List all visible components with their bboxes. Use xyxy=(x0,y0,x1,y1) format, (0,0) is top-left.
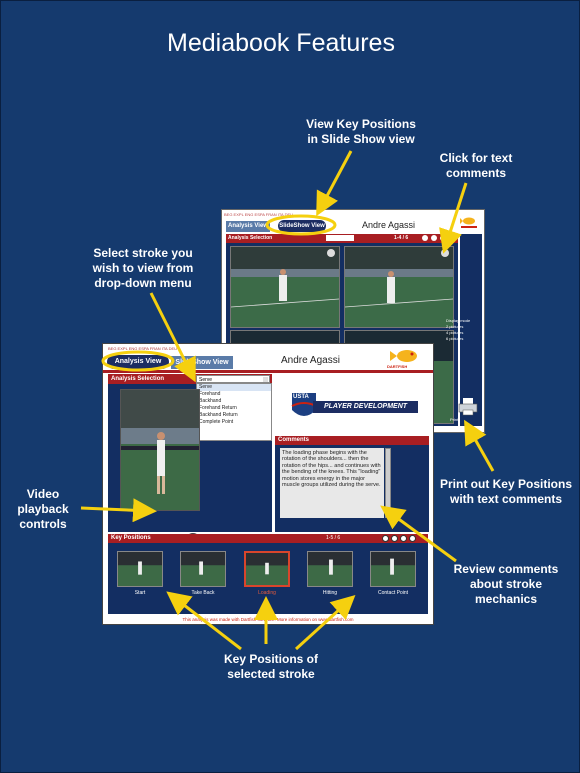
play-slideshow-button[interactable] xyxy=(400,535,407,542)
prev-button[interactable] xyxy=(422,235,428,241)
tab-slideshow-view[interactable]: SlideShow View xyxy=(278,220,326,232)
player-name: Andre Agassi xyxy=(362,220,416,230)
key-position-label: Take Back xyxy=(191,590,215,596)
comments-scrollbar[interactable] xyxy=(385,448,391,518)
key-position-thumbnail[interactable] xyxy=(370,551,416,587)
key-position-thumbnail[interactable] xyxy=(307,551,353,587)
close-button[interactable] xyxy=(449,235,455,241)
video-frame-2 xyxy=(344,246,454,328)
display-mode-option[interactable]: 4 pictures xyxy=(446,330,464,335)
key-position-label: Loading xyxy=(258,590,276,596)
comments-text[interactable]: The loading phase begins with the rotati… xyxy=(280,448,384,518)
player-name: Andre Agassi xyxy=(281,355,340,366)
dropdown-option[interactable]: Complete Point xyxy=(199,419,234,425)
printer-icon[interactable] xyxy=(458,398,478,416)
video-player[interactable] xyxy=(120,389,200,511)
key-positions-header: Key Positions xyxy=(108,534,428,543)
display-mode-label: Display mode xyxy=(446,318,471,323)
dropdown-menu: Serve Forehand Backhand Forehand Return … xyxy=(196,383,272,441)
key-position-label: Hitting xyxy=(322,590,338,596)
display-mode-option[interactable]: 6 pictures xyxy=(446,336,464,341)
callout-text-comments: Click for text comments xyxy=(439,151,513,180)
video-frame-1 xyxy=(230,246,340,328)
chevron-down-icon[interactable] xyxy=(263,377,268,382)
panel-title: Analysis Selection xyxy=(111,376,165,382)
key-positions-title: Key Positions xyxy=(111,535,151,541)
callout-stroke-select: Select stroke you wish to view from drop… xyxy=(92,246,194,290)
tab-analysis-view[interactable]: Analysis View xyxy=(226,221,270,232)
dropdown-option[interactable]: Backhand Return xyxy=(199,412,238,418)
key-position-label: Start xyxy=(134,590,146,596)
comments-panel: Comments The loading phase begins with t… xyxy=(275,436,429,532)
stroke-dropdown[interactable]: Serve xyxy=(196,375,270,383)
close-button[interactable] xyxy=(409,535,416,542)
display-mode: Display mode 2 pictures 4 pictures 6 pic… xyxy=(446,318,470,342)
key-positions-panel: Key Positions 1-5 / 6 Start Ta xyxy=(108,534,428,614)
dartfish-logo xyxy=(460,217,477,228)
usta-text: USTA xyxy=(293,394,309,400)
callout-print: Print out Key Positions with text commen… xyxy=(439,477,572,506)
language-nav[interactable]: BEG EXPL ENG ESPA FRAN ITA DEU xyxy=(108,346,178,351)
key-position-thumbnail[interactable] xyxy=(244,551,290,587)
print-label[interactable]: Print xyxy=(450,417,459,422)
player-development-banner: PLAYER DEVELOPMENT xyxy=(313,401,418,413)
key-position-label: Contact Point xyxy=(377,590,409,596)
language-nav[interactable]: BEG EXPL ENG ESPA FRAN ITA DEU xyxy=(224,212,294,217)
dropdown-option[interactable]: Forehand Return xyxy=(199,405,237,411)
play-button[interactable] xyxy=(440,235,446,241)
tab-analysis-view[interactable]: Analysis View xyxy=(107,355,169,369)
header-bar xyxy=(103,370,433,373)
display-mode-option[interactable]: 2 pictures xyxy=(446,324,464,329)
stroke-dropdown[interactable] xyxy=(326,235,354,241)
key-position-thumbnail[interactable] xyxy=(117,551,163,587)
callout-review: Review comments about stroke mechanics xyxy=(453,562,559,606)
callout-key-positions: Key Positions of selected stroke xyxy=(223,652,318,681)
analysis-screenshot: BEG EXPL ENG ESPA FRAN ITA DEU Analysis … xyxy=(102,343,434,625)
slide-title: Mediabook Features xyxy=(167,29,395,57)
key-positions-counter: 1-5 / 6 xyxy=(326,535,341,541)
dropdown-option[interactable]: Forehand xyxy=(199,391,221,397)
arrow-slideshow xyxy=(316,150,353,217)
counter: 1-4 / 6 xyxy=(394,235,409,241)
footer-note: This analysis was made with Dartfish sof… xyxy=(182,617,354,622)
logo-text: DARTFISH xyxy=(387,364,408,369)
comments-header: Comments xyxy=(275,436,429,445)
prev-button[interactable] xyxy=(382,535,389,542)
tab-slideshow-view[interactable]: SlideShow View xyxy=(171,356,233,369)
key-position-thumbnail[interactable] xyxy=(180,551,226,587)
dropdown-option[interactable]: Backhand xyxy=(199,398,222,404)
callout-playback: Video playback controls xyxy=(17,487,69,531)
dartfish-logo xyxy=(390,350,417,362)
display-sidebar xyxy=(460,234,482,426)
analysis-selection-panel: Analysis Selection Serve Serve Forehand … xyxy=(108,374,272,549)
panel-title: Analysis Selection xyxy=(228,235,273,241)
dropdown-option[interactable]: Serve xyxy=(197,384,271,391)
slideshow-screenshot: BEG EXPL ENG ESPA FRAN ITA DEU Analysis … xyxy=(221,209,485,433)
next-button[interactable] xyxy=(431,235,437,241)
panel-header: Analysis Selection 1-4 / 6 xyxy=(226,234,458,243)
dropdown-value: Serve xyxy=(199,377,213,383)
callout-slideshow: View Key Positions in Slide Show view xyxy=(306,117,416,146)
next-button[interactable] xyxy=(391,535,398,542)
